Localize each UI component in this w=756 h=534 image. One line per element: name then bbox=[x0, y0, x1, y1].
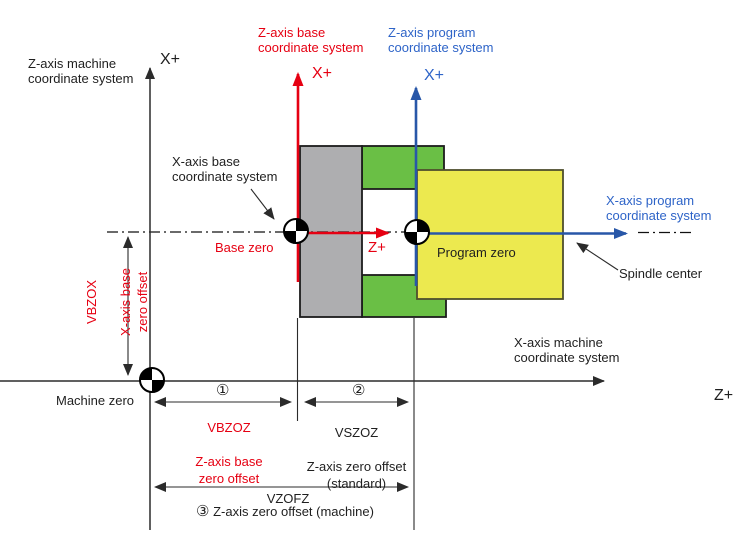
vszoz-code: VSZOZ bbox=[334, 425, 379, 440]
vbzox-code: VBZOX bbox=[84, 279, 99, 325]
dim3-number: ③ bbox=[196, 503, 210, 520]
vbzox-desc: X-axis base zero offset bbox=[118, 268, 150, 336]
base-zero-label: Base zero bbox=[215, 240, 274, 255]
vzofz-desc: Z-axis zero offset (machine) bbox=[213, 504, 374, 519]
program-zero-label: Program zero bbox=[437, 245, 516, 260]
machine-zero-label: Machine zero bbox=[56, 393, 135, 408]
program-zero-symbol bbox=[404, 219, 430, 245]
chuck-body bbox=[299, 145, 363, 318]
machine-z-plus-label: Z+ bbox=[714, 387, 734, 404]
base-z-plus-label: Z+ bbox=[368, 239, 386, 256]
x-machine-cs-label: X-axis machine coordinate system bbox=[514, 335, 620, 365]
dim2-number: ② bbox=[352, 382, 366, 399]
vbzoz-code: VBZOZ bbox=[207, 420, 251, 435]
z-machine-cs-label: Z-axis machine coordinate system bbox=[28, 56, 134, 86]
x-program-cs-label: X-axis program coordinate system bbox=[606, 193, 712, 223]
vszoz-offset-label: VSZOZ Z-axis zero offset (standard) bbox=[299, 407, 414, 509]
dim1-number: ① bbox=[216, 382, 230, 399]
base-x-plus-label: X+ bbox=[312, 65, 333, 82]
spindle-center-label: Spindle center bbox=[619, 266, 703, 281]
machine-zero-symbol bbox=[139, 367, 165, 393]
z-program-cs-label: Z-axis program coordinate system bbox=[388, 25, 494, 55]
vzofz-offset-label: ③ Z-axis zero offset (machine) bbox=[196, 504, 374, 519]
x-base-cs-label: X-axis base coordinate system bbox=[172, 154, 278, 184]
vszoz-desc: Z-axis zero offset (standard) bbox=[306, 459, 407, 491]
leader-x-base-cs bbox=[250, 188, 275, 220]
leader-spindle-center bbox=[576, 242, 619, 271]
program-x-plus-label: X+ bbox=[424, 67, 445, 84]
vbzoz-desc: Z-axis base zero offset bbox=[195, 454, 263, 486]
vzofz-code: VZOFZ bbox=[266, 491, 310, 506]
machine-x-plus-label: X+ bbox=[160, 51, 181, 68]
vbzox-offset-label: VBZOX X-axis base zero offset bbox=[66, 260, 150, 344]
z-base-cs-label: Z-axis base coordinate system bbox=[258, 25, 364, 55]
base-zero-symbol bbox=[283, 218, 309, 244]
vbzoz-offset-label: VBZOZ Z-axis base zero offset bbox=[166, 402, 292, 504]
